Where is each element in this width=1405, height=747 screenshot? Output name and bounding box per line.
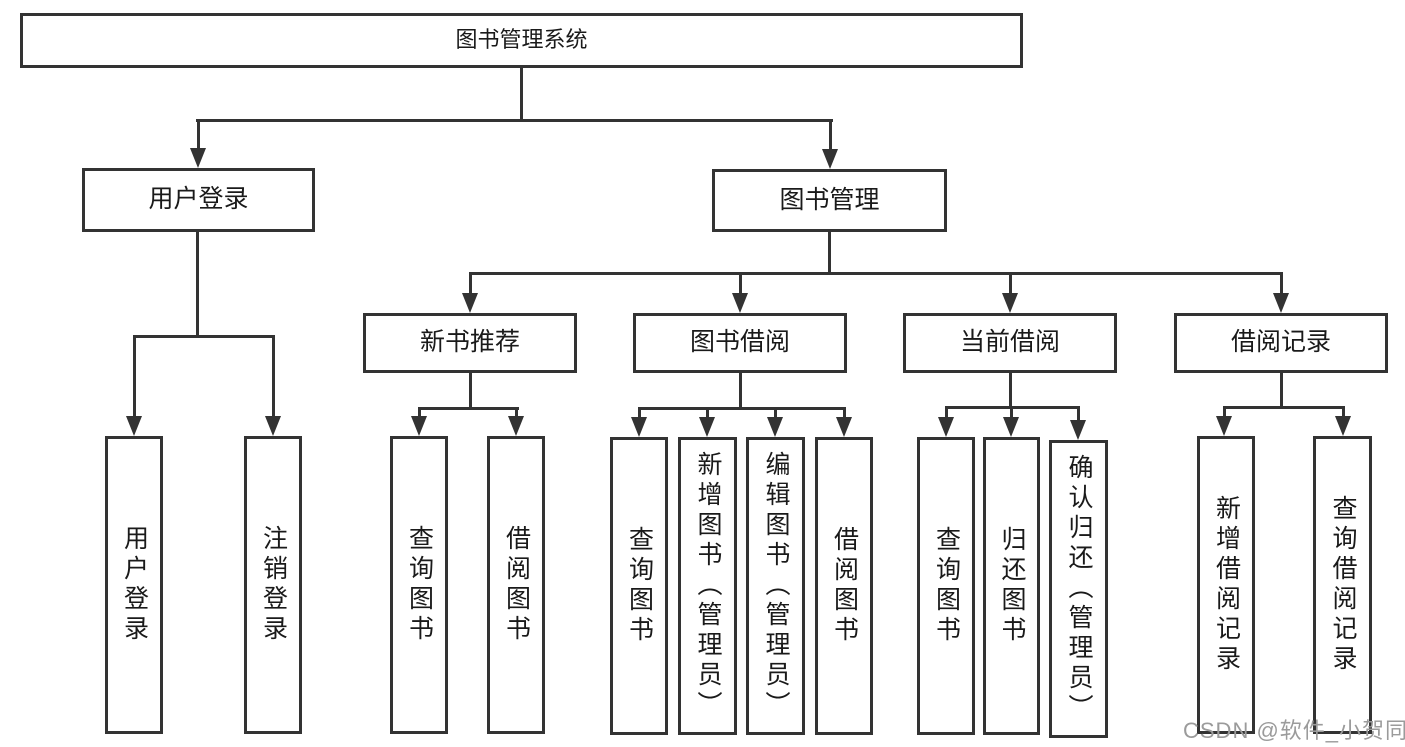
node-label: 查询借阅记录 [1329,495,1357,675]
leaf-logout: 注销登录 [244,436,302,734]
leaf-add-book-admin: 新增图书（管理员） [678,437,737,735]
node-book-borrow: 图书借阅 [633,313,847,373]
node-label: 借阅图书 [830,526,859,646]
leaf-query-books-borrow: 查询图书 [610,437,668,735]
leaf-query-borrow-record: 查询借阅记录 [1313,436,1372,734]
arrow-down-icon [126,416,142,436]
node-label: 归还图书 [998,526,1026,646]
node-label: 编辑图书（管理员） [762,451,790,721]
leaf-borrow-books: 借阅图书 [815,437,873,735]
node-label: 图书借阅 [689,328,790,357]
connector-user-login-stem [196,230,199,337]
node-label: 当前借阅 [959,328,1060,357]
connector-current-stem [1009,371,1012,408]
node-label: 新增借阅记录 [1212,495,1241,675]
arrow-down-icon [1070,420,1086,440]
connector-to-leaf [1010,406,1013,419]
node-book-management: 图书管理 [712,169,947,232]
arrow-down-icon [767,417,783,437]
leaf-query-books-recommend: 查询图书 [390,436,448,734]
arrow-down-icon [1216,416,1232,436]
connector-borrow-stem [739,371,742,409]
connector-to-leaf [418,407,421,418]
connector-to-leaf [774,407,777,419]
leaf-user-login: 用户登录 [105,436,163,734]
arrow-down-icon [732,293,748,313]
node-label: 新增图书（管理员） [694,451,722,721]
node-label: 注销登录 [259,525,288,645]
connector-to-node [1009,272,1012,295]
connector-root-stem [520,65,523,122]
connector-to-user-login [197,119,200,150]
arrow-down-icon [462,293,478,313]
node-current-borrow: 当前借阅 [903,313,1117,373]
arrow-down-icon [938,417,954,437]
arrow-down-icon [190,148,206,168]
node-label: 查询图书 [405,525,434,645]
node-label: 图书管理系统 [455,27,588,53]
connector-to-leaf [843,407,846,419]
connector-to-leaf [1223,406,1226,418]
arrow-down-icon [1002,293,1018,313]
connector-to-leaf [638,407,641,419]
connector-recommend-branch [418,407,519,410]
watermark-text: CSDN @软件_小贺同学 [1183,718,1405,743]
arrow-down-icon [822,149,838,169]
node-label: 借阅图书 [502,525,531,645]
arrow-down-icon [836,417,852,437]
connector-to-leaf [133,335,136,418]
arrow-down-icon [699,417,715,437]
connector-book-mgmt-stem [828,230,831,274]
leaf-borrow-books-recommend: 借阅图书 [487,436,545,734]
leaf-add-borrow-record: 新增借阅记录 [1197,436,1255,734]
connector-user-login-branch [133,335,275,338]
connector-to-node [739,272,742,295]
node-label: 查询图书 [932,526,961,646]
connector-to-node [1280,272,1283,295]
arrow-down-icon [265,416,281,436]
connector-records-branch [1223,406,1345,409]
leaf-edit-book-admin: 编辑图书（管理员） [746,437,805,735]
connector-to-leaf [272,335,275,418]
arrow-down-icon [631,417,647,437]
connector-to-book-management [829,119,832,151]
node-label: 查询图书 [625,526,654,646]
connector-to-leaf [1077,406,1080,422]
leaf-query-books-current: 查询图书 [917,437,975,735]
node-new-book-recommend: 新书推荐 [363,313,577,373]
node-label: 图书管理 [779,185,880,214]
node-label: 用户登录 [120,525,149,645]
connector-l1-branch [196,119,833,122]
connector-records-stem [1280,371,1283,408]
connector-to-leaf [945,406,948,419]
arrow-down-icon [1273,293,1289,313]
arrow-down-icon [1003,417,1019,437]
node-label: 借阅记录 [1230,328,1331,357]
connector-to-leaf [1342,406,1345,418]
connector-borrow-branch [638,407,846,410]
connector-to-leaf [706,407,709,419]
leaf-confirm-return-admin: 确认归还（管理员） [1049,440,1108,738]
arrow-down-icon [508,416,524,436]
arrow-down-icon [1335,416,1351,436]
connector-to-leaf [515,407,518,418]
node-borrow-records: 借阅记录 [1174,313,1388,373]
leaf-return-book: 归还图书 [983,437,1040,735]
node-library-system: 图书管理系统 [20,13,1023,68]
node-label: 确认归还（管理员） [1065,454,1093,724]
node-user-login: 用户登录 [82,168,315,232]
arrow-down-icon [411,416,427,436]
connector-recommend-stem [469,371,472,409]
connector-to-node [469,272,472,295]
node-label: 用户登录 [148,185,249,214]
node-label: 新书推荐 [419,328,520,357]
connector-l3-branch [469,272,1283,275]
